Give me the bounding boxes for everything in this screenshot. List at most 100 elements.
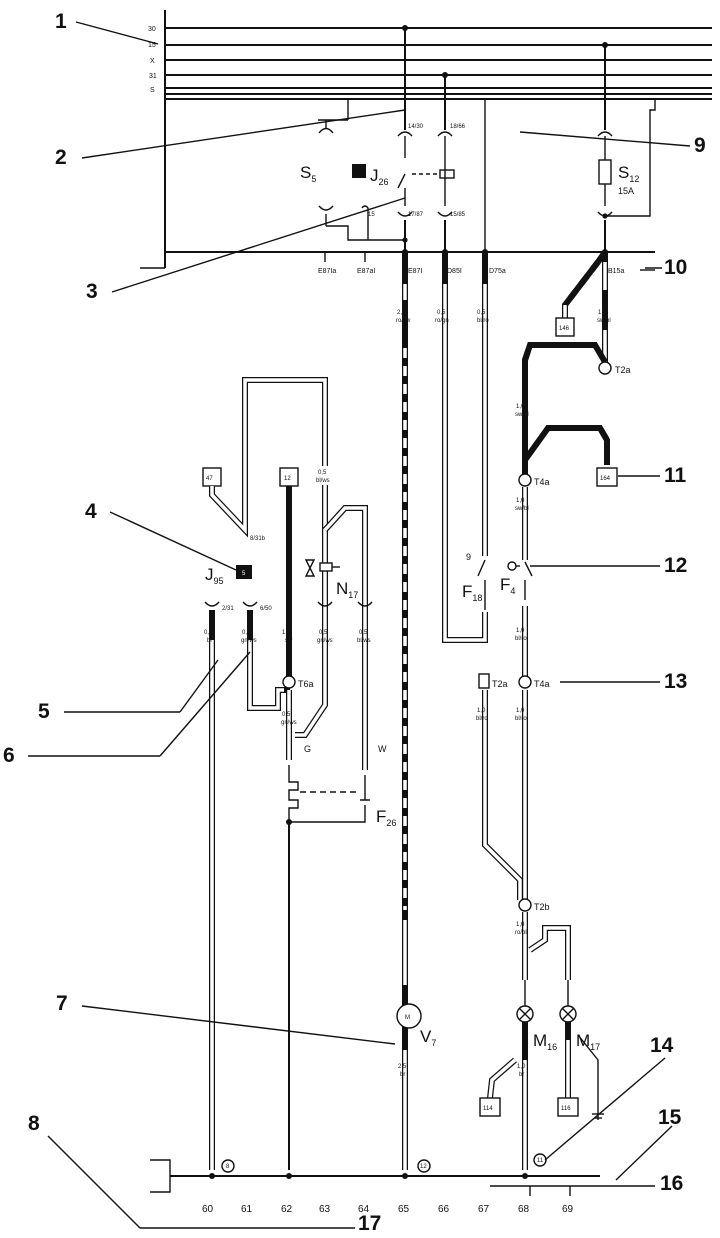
track-65: 65 (398, 1204, 410, 1215)
wire-68c-color: sw/bl (515, 506, 529, 512)
svg-text:146: 146 (559, 326, 570, 332)
j95-symbol (236, 565, 252, 579)
wire-65b-size: 2,5 (398, 1064, 407, 1070)
wire-62-size: 1,0 (282, 630, 291, 636)
f4-label: F4 (500, 575, 515, 596)
wire-63-color: gn/ws (317, 638, 333, 644)
terminal-15-85: 15/85 (450, 212, 466, 218)
wire-63-size: 0,5 (319, 630, 328, 636)
wire-68f-size: 1,0 (516, 922, 525, 928)
connector-t2a-low-symbol (478, 673, 490, 689)
connector-t2a-top-symbol (598, 361, 612, 375)
connector-t4a-low: T4a (534, 679, 550, 689)
wire-60-color: br (207, 638, 212, 644)
track-69: 69 (562, 1204, 574, 1215)
wire-68e-color: bl/ro (515, 716, 527, 722)
wire-65-color: ro/sw (396, 318, 411, 324)
wire-68b-size: 1,0 (516, 404, 525, 410)
wire-68b-color: sw/bl (515, 412, 529, 418)
terminal-2-31: 2/31 (222, 606, 234, 612)
callout-6: 6 (3, 744, 15, 767)
callout-1: 1 (55, 10, 67, 33)
connector-t6a: T6a (298, 679, 314, 689)
wire-65-size: 2,5 (397, 310, 406, 316)
track-68: 68 (518, 1204, 530, 1215)
wire-64a-color: bl/ws (316, 478, 330, 484)
terminal-17-87: 17/87 (408, 212, 424, 218)
wire-62-color: sw (285, 638, 293, 644)
track-62: 62 (281, 1204, 293, 1215)
callout-14: 14 (650, 1034, 674, 1057)
callouts: 1 2 3 4 5 6 7 8 9 10 11 12 13 14 15 (3, 10, 706, 1235)
callout-7: 7 (56, 992, 68, 1015)
j95-section: 47 8/31b 5 J95 2/31 0,5 br 6/50 0,5 gn/w… (202, 377, 396, 1170)
bus-labels: 30 15 X 31 S (148, 26, 157, 94)
callout-3: 3 (86, 280, 98, 303)
svg-text:12: 12 (420, 1164, 427, 1170)
cable-66: 0,5 ro/gn (435, 252, 488, 643)
connector-t4a-low-symbol (518, 675, 532, 689)
svg-text:114: 114 (483, 1106, 493, 1112)
connector-t6a-symbol (282, 675, 296, 689)
wire-63b-color: gn/ws (281, 720, 297, 726)
svg-text:47: 47 (206, 476, 213, 482)
connector-t4a-mid-symbol (518, 473, 532, 487)
terminal-14-30: 14/30 (408, 124, 424, 130)
wire-67-color: bl/ro (477, 318, 489, 324)
svg-text:164: 164 (600, 476, 611, 482)
callout-17: 17 (358, 1212, 381, 1235)
cable-68: 146 1,0 sw/bl T2a 1,0 sw/bl 164 T4a 1,0 … (476, 250, 631, 1170)
connector-row: E87Ia E87aI E87I D85I D75a B15a (318, 252, 655, 275)
wire-68f-color: ro/bl (515, 930, 527, 936)
connector-b15a: B15a (608, 268, 624, 275)
terminal-15: 15 (368, 212, 375, 218)
connector-t4a-mid: T4a (534, 477, 550, 487)
supply-bus (140, 10, 712, 269)
callout-12: 12 (664, 554, 687, 577)
callout-4: 4 (85, 500, 97, 523)
v7-symbol-text: M (405, 1015, 410, 1021)
v7-label: V7 (420, 1027, 436, 1048)
wire-66-color: ro/gn (435, 318, 449, 324)
wire-61-color: gn/ws (241, 638, 257, 644)
ground-point-8 (221, 1159, 235, 1173)
ground-bus: 8 12 11 (150, 1153, 620, 1196)
connector-t2a-top: T2a (615, 365, 631, 375)
wire-64-size: 0,5 (359, 630, 368, 636)
terminal-8-31b: 8/31b (250, 536, 266, 542)
f18-pin: 9 (466, 552, 471, 562)
callout-15: 15 (658, 1106, 682, 1129)
wire-66-size: 0,5 (437, 310, 446, 316)
svg-text:8: 8 (226, 1164, 230, 1170)
wire-64a-size: 0,5 (318, 470, 327, 476)
wire-64-color: bl/ws (357, 638, 371, 644)
terminal-6-50: 6/50 (260, 606, 272, 612)
ref-tag-146 (555, 317, 575, 337)
connector-d85i: D85I (447, 268, 462, 275)
callout-2: 2 (55, 146, 67, 169)
wire-68g-color: br (519, 1072, 524, 1078)
svg-text:116: 116 (561, 1106, 571, 1112)
m16-label: M16 (533, 1031, 557, 1052)
cable-67: 0,5 bl/ro 9 F18 (462, 252, 489, 610)
s12-rating: 15A (618, 186, 634, 196)
j26-label: J26 (370, 166, 389, 187)
track-60: 60 (202, 1204, 214, 1215)
ground-point-12 (417, 1159, 431, 1173)
wire-67-size: 0,5 (477, 310, 486, 316)
connector-e87ai: E87aI (357, 268, 375, 275)
terminal-18-86: 18/66 (450, 124, 466, 130)
connector-t2b-symbol (518, 898, 532, 912)
callout-5: 5 (38, 700, 50, 723)
track-61: 61 (241, 1204, 253, 1215)
callout-10: 10 (664, 256, 687, 279)
svg-text:12: 12 (284, 476, 291, 482)
wire-61-size: 0,5 (242, 630, 251, 636)
bus-label-15: 15 (148, 42, 156, 49)
wire-65b-color: br (400, 1072, 405, 1078)
callout-16: 16 (660, 1172, 683, 1195)
track-67: 67 (478, 1204, 490, 1215)
wire-letter-w: W (378, 744, 387, 754)
wire-68d-color: bl/ro (515, 636, 527, 642)
wire-68d-size: 1,0 (516, 628, 525, 634)
